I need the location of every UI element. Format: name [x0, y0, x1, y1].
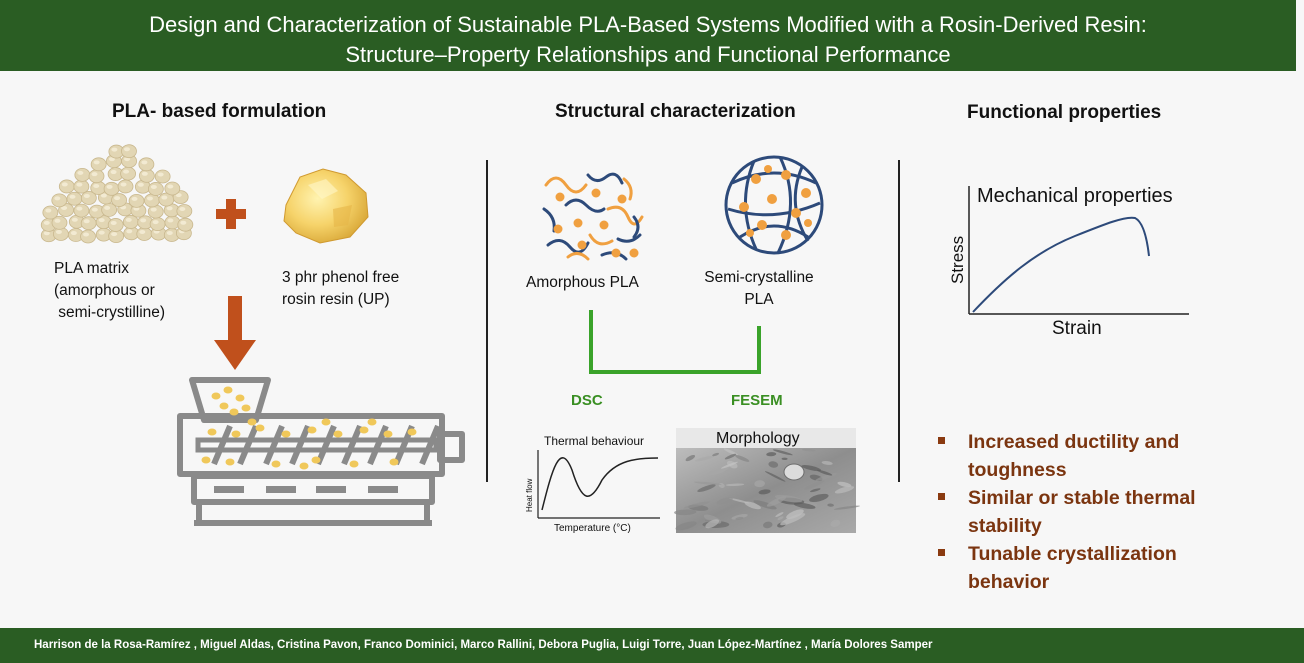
fesem-label: FESEM: [731, 392, 783, 409]
morphology-sem-image: Morphology: [674, 428, 860, 533]
rosin-lump-icon: [283, 168, 369, 244]
down-arrow-icon: [214, 296, 256, 370]
thermal-ylabel: Heat flow: [525, 478, 534, 512]
plus-icon: [216, 199, 246, 229]
structural-title: Structural characterization: [555, 101, 796, 122]
amorphous-pla-label: Amorphous PLA: [526, 274, 639, 291]
mech-ylabel: Stress: [948, 236, 967, 284]
mech-xlabel: Strain: [1052, 318, 1102, 339]
thermal-xlabel: Temperature (°C): [554, 523, 631, 534]
formulation-title: PLA- based formulation: [112, 101, 327, 122]
morphology-title: Morphology: [716, 430, 800, 447]
dsc-label: DSC: [571, 392, 603, 409]
bullet-square-icon: [938, 493, 945, 500]
thermal-title: Thermal behaviour: [544, 434, 644, 448]
semicrystalline-sphere-icon: [724, 155, 824, 255]
title-line-2: Structure–Property Relationships and Fun…: [345, 42, 951, 67]
mech-title: Mechanical properties: [977, 185, 1173, 207]
amorphous-chain-icon: [542, 172, 644, 261]
thermal-behaviour-plot: Thermal behaviour Heat flow Temperature …: [525, 434, 660, 534]
separator-left: [486, 160, 488, 482]
connector-bracket: [589, 310, 761, 374]
title-banner: Design and Characterization of Sustainab…: [0, 0, 1296, 71]
separator-right: [898, 160, 900, 482]
authors-footer: Harrison de la Rosa-Ramírez , Miguel Ald…: [0, 628, 1304, 663]
title-line-1: Design and Characterization of Sustainab…: [149, 12, 1147, 37]
pla-matrix-label: PLA matrix (amorphous or semi-crystillin…: [54, 260, 166, 321]
extruder-icon: [177, 377, 465, 526]
pellets-pile-icon: [40, 144, 194, 244]
mechanical-properties-plot: Mechanical properties Stress Strain: [948, 185, 1189, 339]
bullet-square-icon: [938, 549, 945, 556]
bullet-square-icon: [938, 437, 945, 444]
rosin-resin-label: 3 phr phenol free rosin resin (UP): [282, 269, 400, 308]
semicrystalline-pla-label: Semi-crystalline PLA: [704, 269, 814, 308]
functional-title: Functional properties: [967, 102, 1162, 123]
